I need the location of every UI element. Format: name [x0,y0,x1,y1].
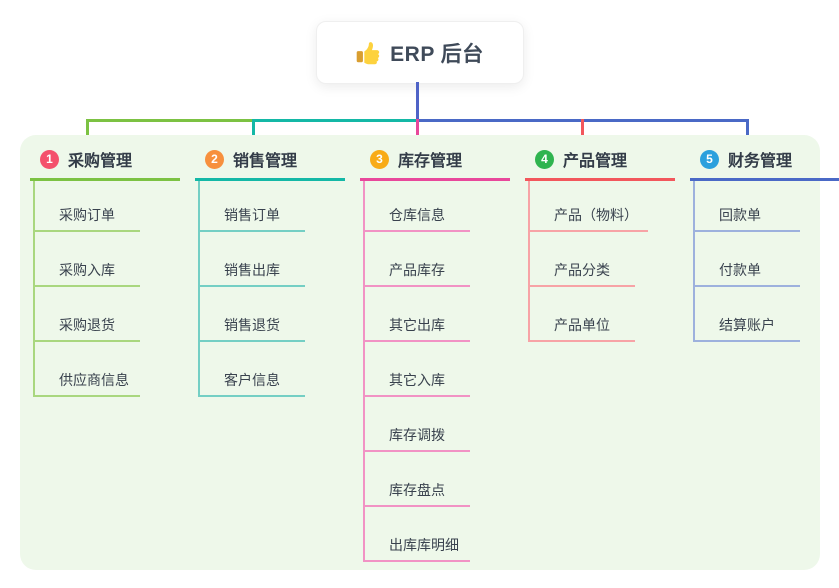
branch-inventory: 3 库存管理 仓库信息 产品库存 其它出库 其它入库 库存调拨 库存盘点 出库库… [360,145,510,562]
child-node[interactable]: 产品分类 [530,232,635,287]
child-node[interactable]: 采购退货 [35,287,140,342]
child-node[interactable]: 采购入库 [35,232,140,287]
connector-drop-product [581,119,584,150]
child-node[interactable]: 销售订单 [200,181,305,232]
child-node[interactable]: 产品库存 [365,232,470,287]
child-node[interactable]: 出库库明细 [365,507,470,562]
number-badge: 4 [535,149,554,169]
branch-header-sales[interactable]: 2 销售管理 [195,145,345,181]
branch-header-finance[interactable]: 5 财务管理 [690,145,839,181]
branch-children-sales: 销售订单 销售出库 销售退货 客户信息 [198,181,305,397]
branch-header-product[interactable]: 4 产品管理 [525,145,675,181]
child-node[interactable]: 回款单 [695,181,800,232]
branch-children-product: 产品（物料） 产品分类 产品单位 [528,181,648,342]
root-node-title: ERP 后台 [390,42,484,66]
branch-title: 销售管理 [233,153,298,170]
branch-title: 财务管理 [728,153,793,170]
child-node[interactable]: 其它入库 [365,342,470,397]
branch-sales: 2 销售管理 销售订单 销售出库 销售退货 客户信息 [195,145,345,397]
child-node[interactable]: 仓库信息 [365,181,470,232]
branch-finance: 5 财务管理 回款单 付款单 结算账户 [690,145,839,342]
child-node[interactable]: 产品（物料） [530,181,648,232]
child-node[interactable]: 供应商信息 [35,342,140,397]
child-node[interactable]: 销售出库 [200,232,305,287]
number-badge: 3 [370,149,389,169]
root-connector [416,82,419,120]
connector-drop-purchase [86,119,89,150]
child-node[interactable]: 库存调拨 [365,397,470,452]
branch-title: 产品管理 [563,153,628,170]
branch-panel [20,135,820,570]
child-node[interactable]: 销售退货 [200,287,305,342]
connector-drop-sales [252,119,255,150]
thumbs-up-icon [356,40,381,65]
connector-bus-segment-teal [252,119,419,122]
branch-title: 库存管理 [398,153,463,170]
child-node[interactable]: 库存盘点 [365,452,470,507]
child-node[interactable]: 产品单位 [530,287,635,342]
number-badge: 2 [205,149,224,169]
child-node[interactable]: 结算账户 [695,287,800,342]
branch-title: 采购管理 [68,153,133,170]
branch-children-finance: 回款单 付款单 结算账户 [693,181,800,342]
child-node[interactable]: 其它出库 [365,287,470,342]
number-badge: 5 [700,149,719,169]
child-node[interactable]: 采购订单 [35,181,140,232]
root-node[interactable]: ERP 后台 [316,21,524,84]
child-node[interactable]: 付款单 [695,232,800,287]
number-badge: 1 [40,149,59,169]
branch-header-purchase[interactable]: 1 采购管理 [30,145,180,181]
branch-children-inventory: 仓库信息 产品库存 其它出库 其它入库 库存调拨 库存盘点 出库库明细 [363,181,470,562]
branch-header-inventory[interactable]: 3 库存管理 [360,145,510,181]
branch-purchase: 1 采购管理 采购订单 采购入库 采购退货 供应商信息 [30,145,180,397]
connector-drop-finance [746,119,749,150]
branch-children-purchase: 采购订单 采购入库 采购退货 供应商信息 [33,181,140,397]
child-node[interactable]: 客户信息 [200,342,305,397]
connector-drop-inventory [416,119,419,150]
connector-bus-segment-green [86,119,255,122]
branch-product: 4 产品管理 产品（物料） 产品分类 产品单位 [525,145,675,342]
